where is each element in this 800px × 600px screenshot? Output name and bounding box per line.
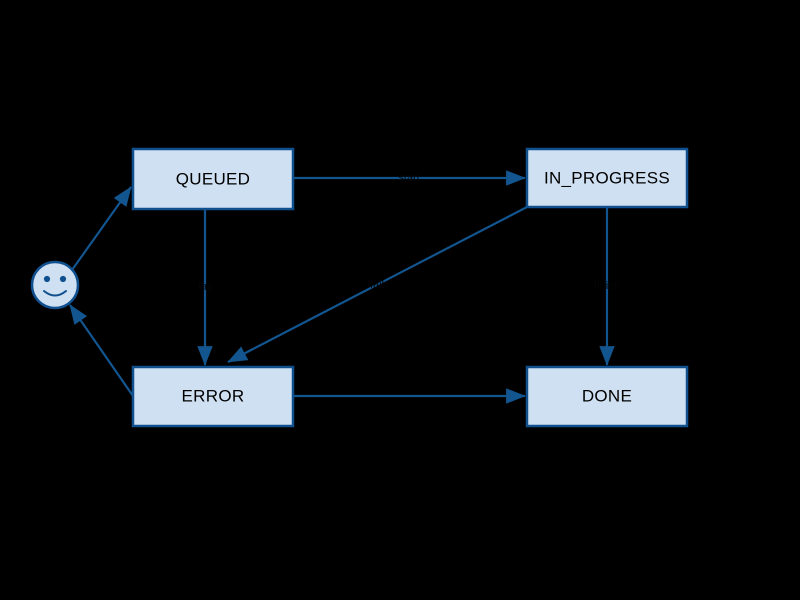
node-error-label: ERROR — [182, 386, 245, 405]
node-done-label: DONE — [582, 386, 632, 405]
node-in-progress-label: IN_PROGRESS — [544, 168, 670, 187]
edge-in-progress-to-error[interactable]: fail — [227, 206, 528, 363]
node-error[interactable]: ERROR — [131, 365, 295, 428]
smiley-mouth-icon — [43, 290, 67, 297]
node-in-progress-box — [525, 147, 689, 209]
smiley-right-eye-icon — [59, 275, 67, 283]
node-error-box — [131, 365, 295, 428]
edge-start-to-queued-line — [71, 186, 132, 271]
start-node[interactable] — [30, 260, 80, 310]
node-done[interactable]: DONE — [525, 365, 689, 428]
edge-label-in-progress-to-error: fail — [370, 279, 384, 291]
edge-in-progress-to-error-line — [227, 206, 528, 363]
edge-start-to-queued[interactable] — [71, 186, 132, 271]
node-queued-label: QUEUED — [176, 169, 251, 188]
node-queued-box — [131, 147, 295, 211]
smiley-left-eye-icon — [43, 275, 51, 283]
edge-error-to-start-line — [69, 304, 134, 397]
node-in-progress[interactable]: IN_PROGRESS — [525, 147, 689, 209]
node-queued[interactable]: QUEUED — [131, 147, 295, 211]
edge-label-in-progress-to-done: finish — [594, 280, 620, 292]
edge-error-to-start[interactable] — [69, 304, 134, 397]
edge-label-queued-to-in-progress: start — [398, 172, 419, 184]
edge-label-queued-to-error: fail — [198, 281, 212, 293]
edge-queued-to-error[interactable]: fail — [197, 209, 213, 366]
node-done-box — [525, 365, 689, 428]
smiley-face-icon — [30, 260, 80, 310]
edge-in-progress-to-done[interactable]: finish — [594, 207, 620, 366]
edge-queued-to-in-progress[interactable]: start — [293, 170, 526, 186]
